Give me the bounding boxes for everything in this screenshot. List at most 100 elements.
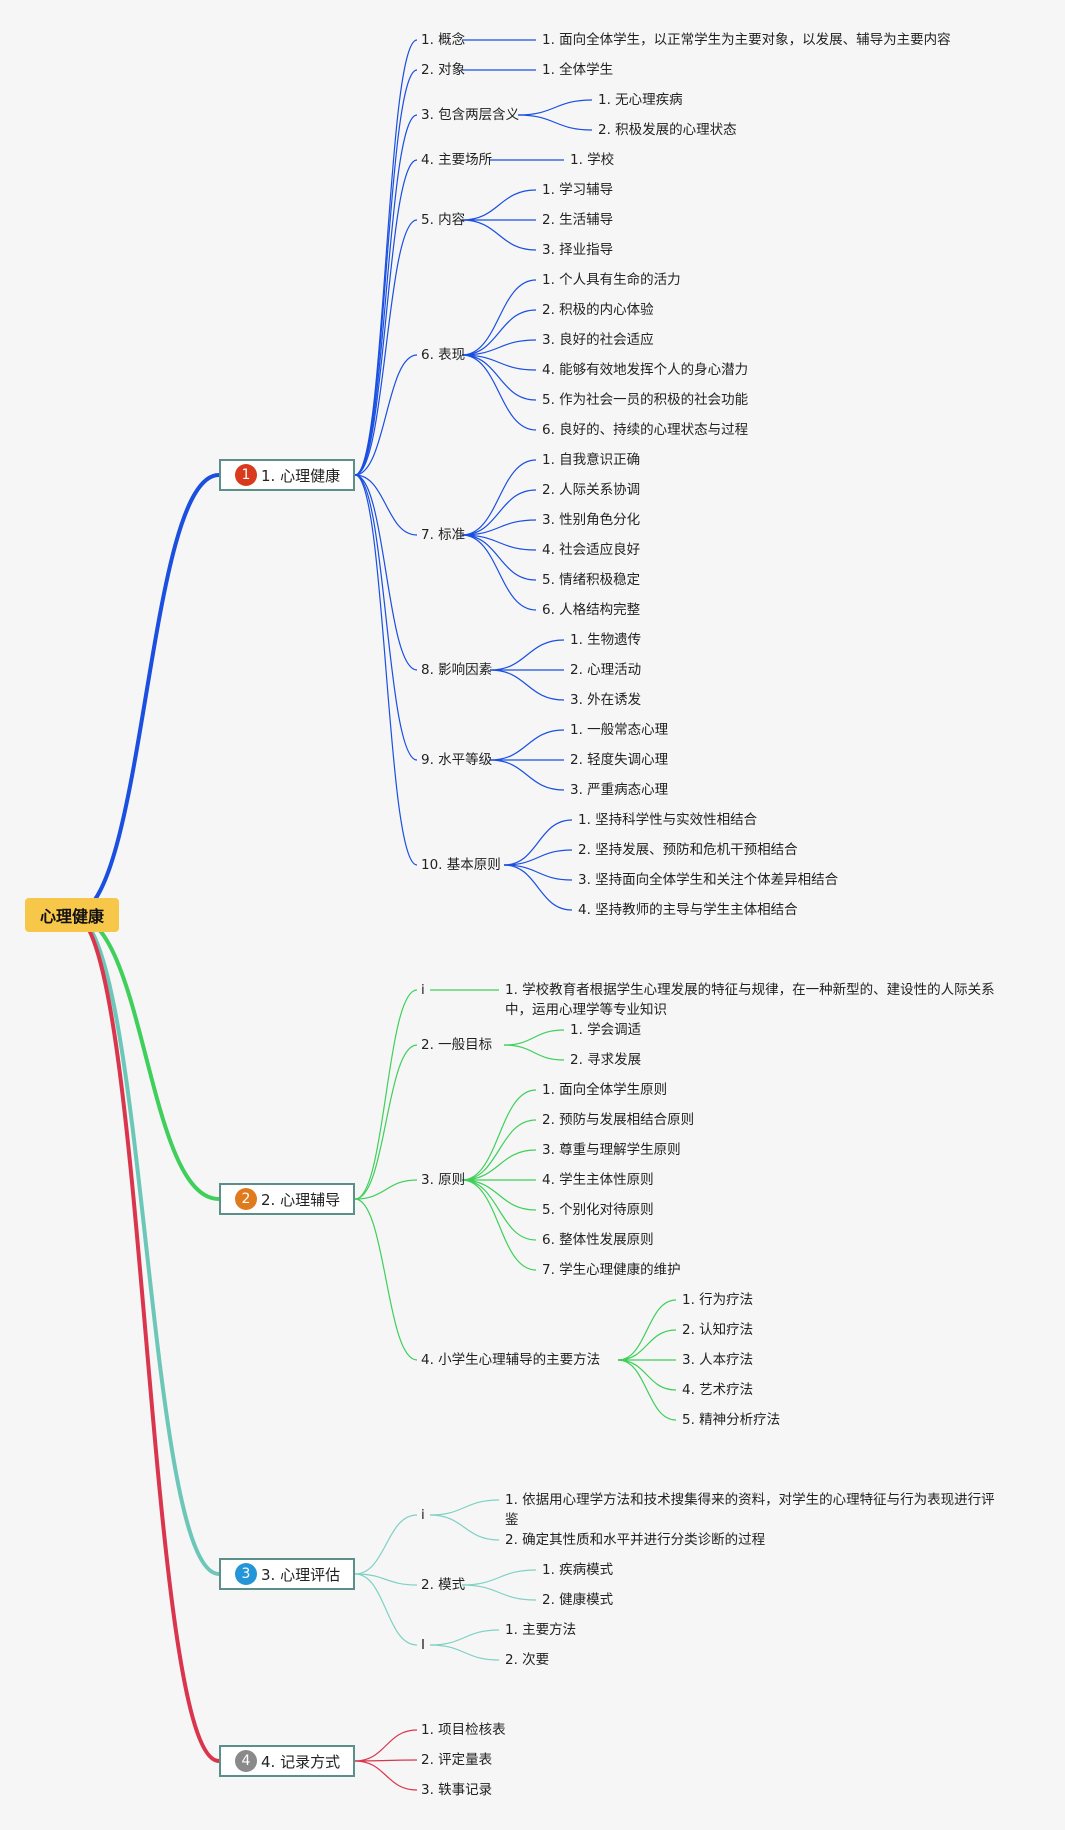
subtopic[interactable]: 3. 原则 (421, 1172, 466, 1188)
sub-branch-line (354, 1044, 418, 1200)
leaf-topic[interactable]: 2. 轻度失调心理 (570, 752, 669, 768)
leaf-topic[interactable]: 2. 寻求发展 (570, 1052, 642, 1068)
sub-branch-line (354, 1514, 418, 1575)
subtopic[interactable]: I (421, 1637, 425, 1653)
leaf-topic[interactable]: 5. 作为社会一员的积极的社会功能 (542, 392, 749, 408)
sub-branch-line (354, 1198, 418, 1361)
subtopic[interactable]: 8. 影响因素 (421, 662, 493, 678)
subtopic[interactable]: 1. 概念 (421, 32, 466, 48)
leaf-line (461, 534, 537, 581)
leaf-topic[interactable]: 3. 尊重与理解学生原则 (542, 1142, 681, 1158)
sub-branch-line (354, 114, 418, 476)
subtopic[interactable]: 2. 一般目标 (421, 1037, 493, 1053)
leaf-topic[interactable]: 2. 健康模式 (542, 1592, 614, 1608)
main-branch-line (72, 913, 220, 1201)
leaf-topic[interactable]: 1. 行为疗法 (682, 1292, 754, 1308)
leaf-topic[interactable]: 1. 全体学生 (542, 62, 614, 78)
leaf-topic[interactable]: 1. 一般常态心理 (570, 722, 669, 738)
leaf-line (461, 219, 537, 251)
leaf-topic[interactable]: 3. 坚持面向全体学生和关注个体差异相结合 (578, 872, 839, 888)
leaf-line (461, 1179, 537, 1241)
leaf-topic[interactable]: 4. 学生主体性原则 (542, 1172, 654, 1188)
subtopic[interactable]: 2. 评定量表 (421, 1752, 493, 1768)
leaf-topic[interactable]: 1. 自我意识正确 (542, 452, 641, 468)
leaf-topic[interactable]: 2. 预防与发展相结合原则 (542, 1112, 695, 1128)
leaf-line (429, 1644, 500, 1661)
main-topic-label: 4. 记录方式 (261, 1752, 341, 1771)
leaf-line (617, 1359, 677, 1421)
leaf-topic[interactable]: 2. 次要 (505, 1652, 550, 1668)
subtopic[interactable]: 3. 包含两层含义 (421, 107, 520, 123)
leaf-topic[interactable]: 1. 学习辅导 (542, 182, 614, 198)
leaf-topic[interactable]: 6. 良好的、持续的心理状态与过程 (542, 422, 749, 438)
leaf-topic[interactable]: 4. 能够有效地发挥个人的身心潜力 (542, 362, 749, 378)
leaf-topic[interactable]: 5. 个别化对待原则 (542, 1202, 654, 1218)
leaf-topic[interactable]: 1. 个人具有生命的活力 (542, 272, 681, 288)
leaf-topic[interactable]: 7. 学生心理健康的维护 (542, 1262, 681, 1278)
subtopic[interactable]: i (421, 982, 425, 998)
leaf-topic[interactable]: 1. 坚持科学性与实效性相结合 (578, 812, 758, 828)
leaf-topic[interactable]: 1. 学校 (570, 152, 615, 168)
leaf-topic[interactable]: 1. 依据用心理学方法和技术搜集得来的资料，对学生的心理特征与行为表现进行评鉴 (505, 1492, 995, 1528)
leaf-topic[interactable]: 5. 精神分析疗法 (682, 1412, 781, 1428)
subtopic[interactable]: i (421, 1507, 425, 1523)
leaf-topic[interactable]: 3. 人本疗法 (682, 1352, 754, 1368)
leaf-topic[interactable]: 1. 无心理疾病 (598, 92, 683, 108)
leaf-line (503, 819, 573, 866)
subtopic[interactable]: 1. 项目检核表 (421, 1722, 506, 1738)
leaf-topic[interactable]: 3. 严重病态心理 (570, 782, 669, 798)
subtopic[interactable]: 3. 轶事记录 (421, 1782, 493, 1798)
leaf-topic[interactable]: 1. 生物遗传 (570, 632, 642, 648)
leaf-topic[interactable]: 4. 艺术疗法 (682, 1382, 754, 1398)
sub-branch-line (354, 474, 418, 761)
leaf-topic[interactable]: 1. 面向全体学生原则 (542, 1082, 668, 1098)
subtopic[interactable]: 5. 内容 (421, 212, 466, 228)
leaf-topic[interactable]: 6. 人格结构完整 (542, 602, 641, 618)
subtopic[interactable]: 2. 模式 (421, 1577, 466, 1593)
leaf-topic[interactable]: 1. 疾病模式 (542, 1562, 614, 1578)
subtopic[interactable]: 9. 水平等级 (421, 752, 493, 768)
leaf-topic[interactable]: 2. 确定其性质和水平并进行分类诊断的过程 (505, 1532, 766, 1548)
main-branch-line (72, 913, 220, 1576)
leaf-topic[interactable]: 2. 生活辅导 (542, 212, 614, 228)
leaf-topic[interactable]: 3. 择业指导 (542, 242, 614, 258)
subtopic[interactable]: 10. 基本原则 (421, 857, 501, 873)
leaf-topic[interactable]: 2. 坚持发展、预防和危机干预相结合 (578, 842, 798, 858)
main-topic-label: 3. 心理评估 (261, 1565, 341, 1584)
leaf-line (461, 1149, 537, 1181)
leaf-topic[interactable]: 1. 学会调适 (570, 1022, 642, 1038)
leaf-topic[interactable]: 6. 整体性发展原则 (542, 1232, 654, 1248)
leaf-topic[interactable]: 2. 认知疗法 (682, 1322, 754, 1338)
leaf-topic[interactable]: 2. 积极的内心体验 (542, 302, 654, 318)
subtopic[interactable]: 7. 标准 (421, 527, 466, 543)
root-topic[interactable]: 心理健康 (25, 898, 119, 932)
subtopic[interactable]: 2. 对象 (421, 62, 466, 78)
leaf-line (489, 729, 565, 761)
leaf-topic[interactable]: 3. 外在诱发 (570, 692, 642, 708)
leaf-topic[interactable]: 1. 主要方法 (505, 1622, 577, 1638)
leaf-topic[interactable]: 5. 情绪积极稳定 (542, 572, 641, 588)
leaf-topic[interactable]: 1. 面向全体学生，以正常学生为主要对象，以发展、辅导为主要内容 (542, 32, 951, 48)
leaf-topic[interactable]: 1. 学校教育者根据学生心理发展的特征与规律，在一种新型的、建设性的人际关系中，… (505, 982, 995, 1018)
leaf-topic[interactable]: 3. 性别角色分化 (542, 512, 641, 528)
sub-branch-line (354, 39, 418, 476)
leaf-topic[interactable]: 4. 坚持教师的主导与学生主体相结合 (578, 902, 798, 918)
leaf-topic[interactable]: 3. 良好的社会适应 (542, 332, 654, 348)
leaf-line (429, 1629, 500, 1646)
main-branch-line (72, 913, 220, 1763)
leaf-line (461, 1569, 537, 1586)
subtopic[interactable]: 4. 主要场所 (421, 152, 493, 168)
leaf-topic[interactable]: 2. 心理活动 (570, 662, 642, 678)
leaf-topic[interactable]: 2. 积极发展的心理状态 (598, 122, 737, 138)
leaf-line (461, 354, 537, 431)
subtopic[interactable]: 4. 小学生心理辅导的主要方法 (421, 1352, 601, 1368)
number-badge-icon: 4 (235, 1750, 257, 1772)
subtopic[interactable]: 6. 表现 (421, 347, 466, 363)
leaf-topic[interactable]: 2. 人际关系协调 (542, 482, 641, 498)
leaf-line (461, 519, 537, 536)
leaf-topic[interactable]: 4. 社会适应良好 (542, 542, 641, 558)
